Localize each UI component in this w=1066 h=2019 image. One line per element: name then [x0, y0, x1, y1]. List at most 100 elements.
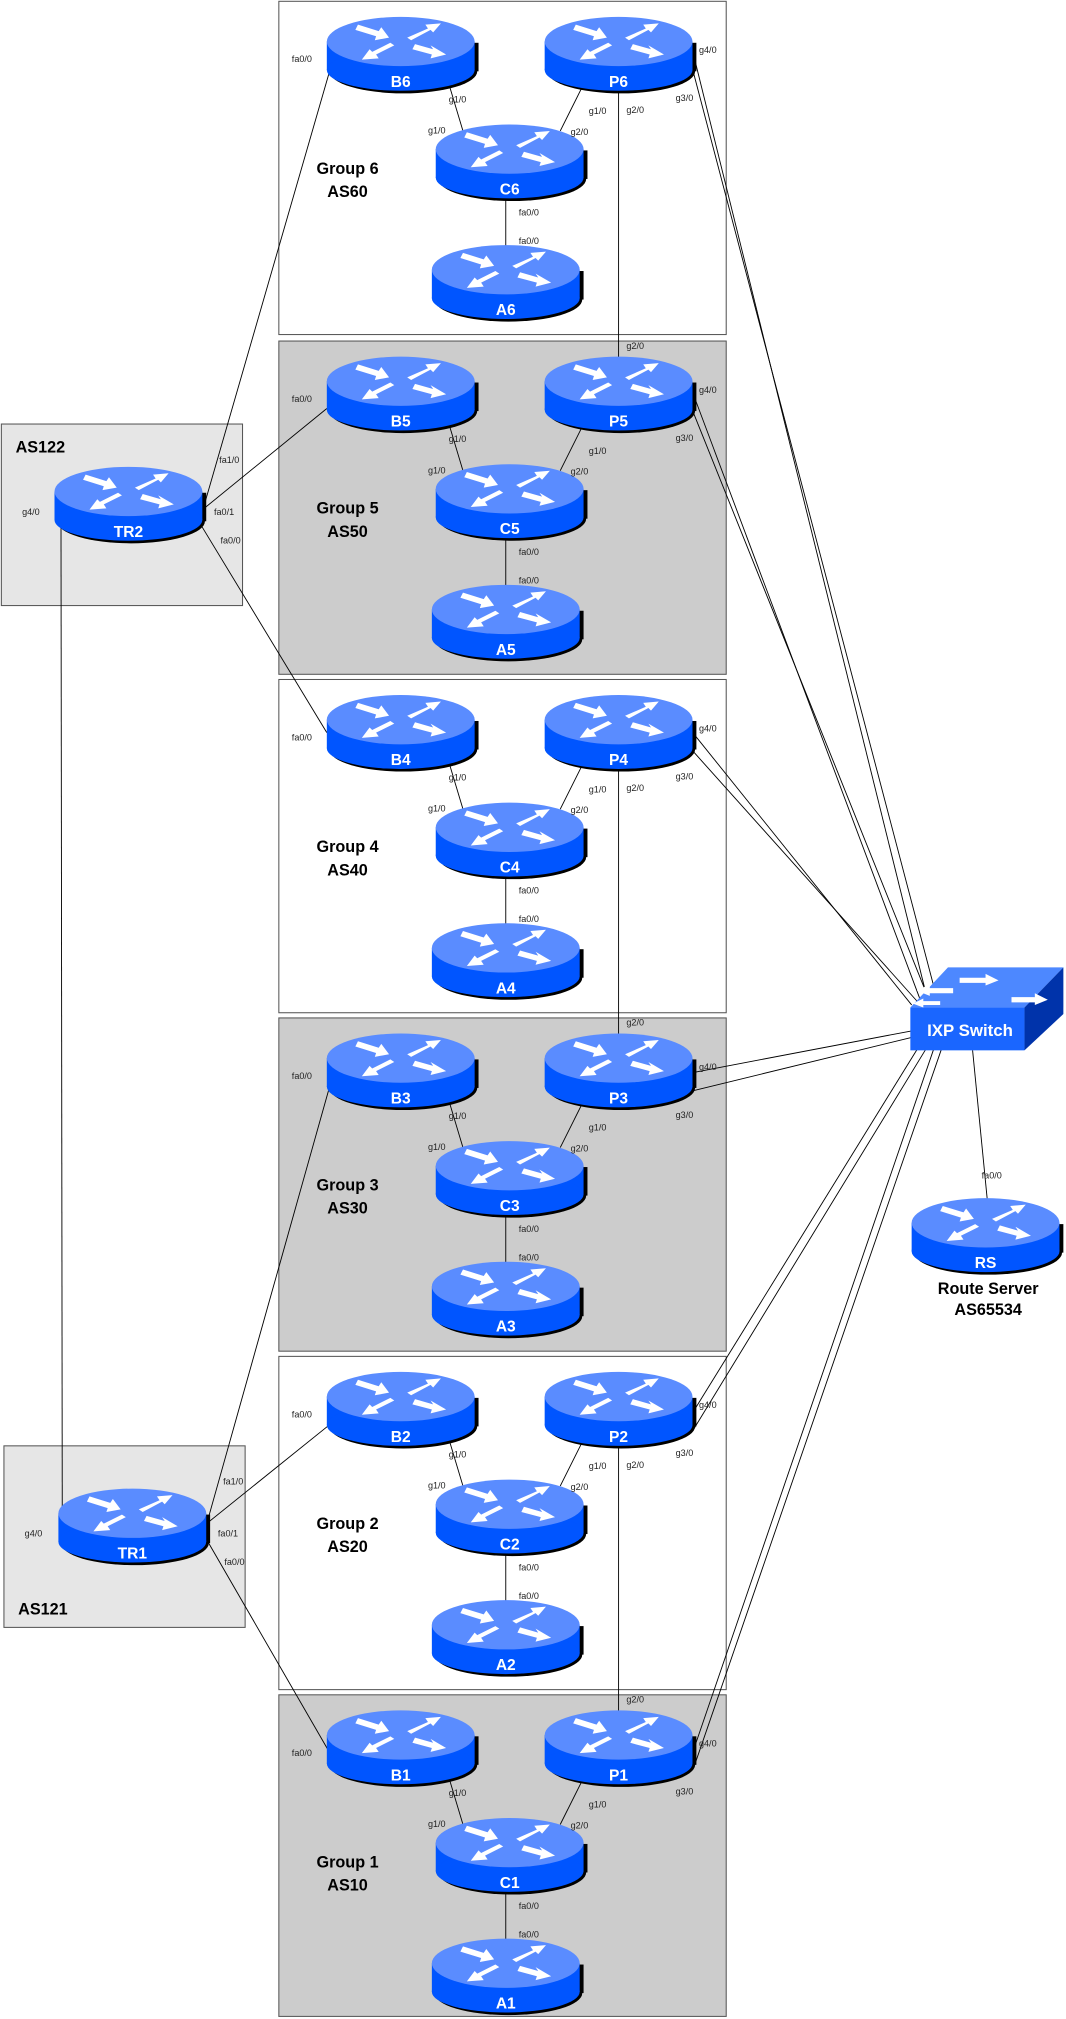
link-tr2-b4: [200, 524, 328, 733]
link-p-ixp: [693, 395, 922, 1002]
link-tr1-b2: [204, 1423, 331, 1526]
router-b[interactable]: B2: [326, 1371, 479, 1449]
iface-label: g2/0: [571, 1820, 589, 1830]
router-b[interactable]: B3: [326, 1033, 479, 1110]
iface-label: fa0/1: [218, 1529, 238, 1539]
group-label: Group 3: [317, 1176, 379, 1194]
iface-label: fa0/0: [292, 732, 312, 742]
group-label: Group 1: [317, 1853, 379, 1871]
router-p[interactable]: P3: [544, 1033, 697, 1110]
link-p-ixp: [693, 1030, 912, 1073]
iface-label: g3/0: [676, 771, 694, 781]
iface-label: g2/0: [626, 1695, 644, 1705]
router-name-label: TR1: [118, 1546, 148, 1563]
router-c[interactable]: C2: [435, 1479, 588, 1557]
transit-router[interactable]: TR1: [58, 1488, 211, 1566]
iface-label: fa0/0: [292, 1409, 312, 1419]
switch-side: [1024, 967, 1064, 1051]
router-p[interactable]: P6: [544, 16, 697, 94]
router-p[interactable]: P4: [544, 695, 697, 772]
group-label: Group 5: [317, 500, 379, 518]
router-name-label: A4: [496, 980, 516, 997]
router-c[interactable]: C6: [435, 124, 588, 201]
iface-label: fa1/0: [219, 455, 239, 465]
iface-label: fa0/0: [519, 1562, 539, 1572]
router-a[interactable]: A3: [431, 1261, 584, 1339]
iface-label: fa0/0: [519, 1929, 539, 1939]
router-name-label: C6: [500, 182, 520, 199]
group-as-label: AS40: [327, 861, 367, 879]
iface-label: fa0/0: [519, 1591, 539, 1601]
router-name-label: P2: [609, 1429, 628, 1446]
router-p[interactable]: P2: [544, 1371, 697, 1449]
router-name-label: B5: [391, 414, 411, 431]
iface-label: fa0/0: [519, 207, 539, 217]
link-p-ixp: [693, 55, 928, 999]
iface-label: g1/0: [589, 1800, 607, 1810]
router-name-label: A1: [496, 1996, 516, 2013]
router-b[interactable]: B6: [326, 16, 479, 94]
link-p-ixp: [693, 1048, 927, 1430]
router-name-label: RS: [975, 1255, 997, 1272]
iface-label: fa0/0: [519, 885, 539, 895]
router-c[interactable]: C4: [435, 802, 588, 880]
iface-label: g2/0: [571, 467, 589, 477]
router-a[interactable]: A4: [431, 923, 584, 1000]
router-b[interactable]: B5: [326, 356, 479, 434]
router-a[interactable]: A2: [431, 1600, 584, 1677]
router-name-label: B2: [391, 1429, 411, 1446]
router-name-label: C4: [500, 860, 520, 877]
iface-label: fa0/0: [519, 236, 539, 246]
router-name-label: A3: [496, 1319, 516, 1336]
iface-label: g3/0: [676, 93, 694, 103]
router-a[interactable]: A5: [431, 584, 584, 662]
router-p[interactable]: P1: [544, 1710, 697, 1787]
router-c[interactable]: C3: [435, 1141, 588, 1218]
route-server-as-label: AS65534: [954, 1301, 1022, 1319]
link-p-ixp: [693, 413, 929, 999]
iface-label: g1/0: [589, 1461, 607, 1471]
iface-label: g1/0: [449, 94, 467, 104]
link-p-ixp: [693, 73, 937, 996]
router-b[interactable]: B1: [326, 1710, 479, 1787]
router-name-label: C1: [500, 1875, 520, 1892]
iface-label: g1/0: [589, 446, 607, 456]
router-a[interactable]: A6: [431, 245, 584, 322]
group-as-label: AS60: [327, 183, 367, 201]
iface-label: g4/0: [699, 1400, 717, 1410]
route-server-label: Route Server: [938, 1280, 1039, 1298]
ixp-switch-label: IXP Switch: [927, 1021, 1013, 1040]
router-c[interactable]: C1: [435, 1818, 588, 1895]
iface-label: fa0/0: [220, 535, 240, 545]
iface-label: fa0/0: [292, 394, 312, 404]
iface-label: g2/0: [626, 105, 644, 115]
router-name-label: B3: [391, 1091, 411, 1108]
link-tr2-b6: [200, 67, 332, 517]
iface-label: g1/0: [589, 1123, 607, 1133]
router-name-label: TR2: [114, 524, 144, 541]
router-name-label: C2: [500, 1537, 520, 1554]
transit-router[interactable]: TR2: [54, 466, 207, 544]
router-name-label: B4: [391, 752, 411, 769]
group-label: Group 4: [317, 838, 379, 856]
router-p[interactable]: P5: [544, 356, 697, 434]
router-c[interactable]: C5: [435, 464, 588, 541]
iface-label: g2/0: [626, 341, 644, 351]
iface-label: g1/0: [428, 1142, 446, 1152]
router-name-label: C5: [500, 521, 520, 538]
link-p-ixp: [693, 751, 919, 1003]
router-name-label: C3: [500, 1198, 520, 1215]
iface-label: g1/0: [449, 1788, 467, 1798]
iface-label: g1/0: [428, 1481, 446, 1491]
group-label: Group 2: [317, 1515, 379, 1533]
switch-arrows-icon: [912, 973, 1048, 1008]
iface-label: g3/0: [676, 433, 694, 443]
link-switch-rs: [972, 1050, 989, 1209]
link-tr1-b1: [204, 1536, 332, 1755]
ixp-switch[interactable]: IXP Switch: [910, 967, 1064, 1051]
route-server-router[interactable]: RS: [911, 1198, 1064, 1275]
iface-label: g1/0: [589, 784, 607, 794]
router-a[interactable]: A1: [431, 1938, 584, 2016]
router-b[interactable]: B4: [326, 695, 479, 772]
